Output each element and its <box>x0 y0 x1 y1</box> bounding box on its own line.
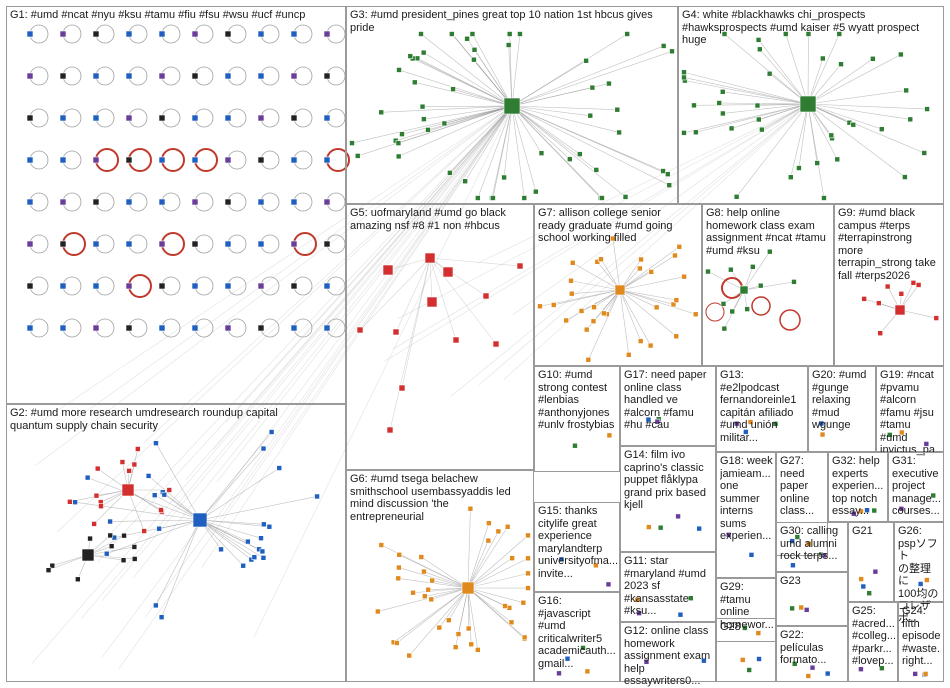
group-panel-g13: G13: #e2lpodcast fernandoreinle1 capitán… <box>716 366 808 452</box>
group-panel-g25: G25: #acred... #colleg... #parkr... #lov… <box>848 602 898 682</box>
group-label: G14: film ivo caprino's classic puppet f… <box>624 449 713 512</box>
group-panel-g14: G14: film ivo caprino's classic puppet f… <box>620 446 716 552</box>
group-label: G8: help online homework class exam assi… <box>706 207 831 257</box>
group-panel-g12: G12: online class homework assignment ex… <box>620 622 716 682</box>
group-label: G10: #umd strong contest #lenbias #antho… <box>538 369 617 432</box>
group-label: G3: #umd president_pines great top 10 na… <box>350 9 675 34</box>
group-label: G15: thanks citylife great experience ma… <box>538 505 617 580</box>
group-label: G22: películas formato... <box>780 629 845 667</box>
group-panel-g2: G2: #umd more research umdresearch round… <box>6 404 346 682</box>
group-panel-g11: G11: star #maryland #umd 2023 sf #kansas… <box>620 552 716 622</box>
group-label: G1: #umd #ncat #nyu #ksu #tamu #fiu #fsu… <box>10 9 343 22</box>
group-panel-g28: G28 <box>716 618 776 682</box>
group-panel-g5: G5: uofmaryland #umd go black amazing ns… <box>346 204 534 470</box>
group-panel-g26: G26: pspソフト の整理に 100均の コレザポ... <box>894 522 944 602</box>
group-panel-g24: G24: fifth episode #waste... right... <box>898 602 944 682</box>
group-panel-g1: G1: #umd #ncat #nyu #ksu #tamu #fiu #fsu… <box>6 6 346 404</box>
group-label: G7: allison college senior ready graduat… <box>538 207 699 245</box>
group-panel-g23: G23 <box>776 572 848 626</box>
group-label: G27: need paper online class... <box>780 455 825 518</box>
group-panel-g7: G7: allison college senior ready graduat… <box>534 204 702 366</box>
group-panel-g6: G6: #umd tsega belachew smithschool usem… <box>346 470 534 682</box>
group-label: G20: #umd #gunge relaxing #mud wgunge <box>812 369 873 432</box>
group-label: G13: #e2lpodcast fernandoreinle1 capitán… <box>720 369 805 444</box>
group-label: G17: need paper online class handled ve … <box>624 369 713 432</box>
group-label: G2: #umd more research umdresearch round… <box>10 407 343 432</box>
group-panel-g10: G10: #umd strong contest #lenbias #antho… <box>534 366 620 472</box>
group-label: G24: fifth episode #waste... right... <box>902 605 941 668</box>
group-label: G21 <box>852 525 891 538</box>
group-label: G25: #acred... #colleg... #parkr... #lov… <box>852 605 895 668</box>
group-label: G23 <box>780 575 845 588</box>
group-panel-g21: G21 <box>848 522 894 602</box>
group-label: G6: #umd tsega belachew smithschool usem… <box>350 473 531 523</box>
group-panel-g30: G30: calling umd alumni rock terps... <box>776 522 848 572</box>
group-label: G19: #ncat #pvamu #alcorn #famu #jsu #ta… <box>880 369 941 457</box>
group-panel-g18: G18: week jamieam... one summer interns … <box>716 452 776 578</box>
group-label: G11: star #maryland #umd 2023 sf #kansas… <box>624 555 713 618</box>
group-label: G30: calling umd alumni rock terps... <box>780 525 845 563</box>
group-label: G32: help experts experien... top notch … <box>832 455 885 518</box>
group-label: G16: #javascript #umd criticalwriter5 ac… <box>538 595 617 670</box>
group-label: G5: uofmaryland #umd go black amazing ns… <box>350 207 531 232</box>
group-panel-g20: G20: #umd #gunge relaxing #mud wgunge <box>808 366 876 452</box>
group-panel-g9: G9: #umd black campus #terps #terrapinst… <box>834 204 944 366</box>
group-panel-g4: G4: white #blackhawks chi_prospects #haw… <box>678 6 944 204</box>
group-panel-g15: G15: thanks citylife great experience ma… <box>534 502 620 592</box>
group-panel-g16: G16: #javascript #umd criticalwriter5 ac… <box>534 592 620 682</box>
group-label: G28 <box>720 621 773 634</box>
group-label: G31: executive project manage... courses… <box>892 455 941 518</box>
group-label: G4: white #blackhawks chi_prospects #haw… <box>682 9 941 47</box>
group-panel-g31: G31: executive project manage... courses… <box>888 452 944 522</box>
group-label: G18: week jamieam... one summer interns … <box>720 455 773 543</box>
group-label: G12: online class homework assignment ex… <box>624 625 713 688</box>
group-panel-g19: G19: #ncat #pvamu #alcorn #famu #jsu #ta… <box>876 366 944 452</box>
group-label: G9: #umd black campus #terps #terrapinst… <box>838 207 941 282</box>
group-panel-g8: G8: help online homework class exam assi… <box>702 204 834 366</box>
group-panel-g32: G32: help experts experien... top notch … <box>828 452 888 522</box>
group-panel-g3: G3: #umd president_pines great top 10 na… <box>346 6 678 204</box>
group-panel-g22: G22: películas formato... <box>776 626 848 682</box>
group-panel-g17: G17: need paper online class handled ve … <box>620 366 716 446</box>
